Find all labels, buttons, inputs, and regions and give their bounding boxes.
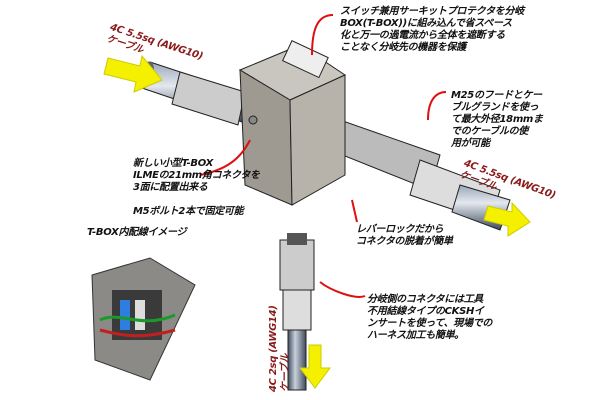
- callout-hood-gland: M25のフードとケー ブルグランドを使っ て最大外径18mmま でのケーブルの使…: [451, 90, 543, 149]
- callout-circuit-protector: スイッチ兼用サーキットプロテクタを分岐 BOX(T-BOX))に組み込んで省スペ…: [340, 6, 524, 53]
- yellow-arrow-down: [299, 344, 331, 389]
- callout-branch-connector: 分岐側のコネクタには工具 不用結線タイプのCKSHイ ンサートを使って、現場での…: [367, 294, 493, 341]
- label-bottom-cable: 4C 2sq (AWG14) ケーブル: [268, 305, 291, 392]
- yellow-arrow-left: [103, 54, 163, 93]
- tbox-wiring-photo: [70, 252, 202, 387]
- callout-lever-lock: レバーロックだから コネクタの脱着が簡単: [356, 224, 453, 247]
- callout-new-tbox: 新しい小型T-BOX ILMEの21mm角コネクタを 3面に配置出来る: [133, 158, 260, 193]
- leader-lines: [199, 14, 447, 298]
- callout-inner-wiring: T-BOX内配線イメージ: [87, 227, 187, 238]
- bottom-cable: [279, 233, 315, 391]
- tbox-enclosure: [238, 40, 347, 206]
- callout-m5-bolt: M5ボルト2本で固定可能: [133, 206, 244, 217]
- yellow-arrow-right: [483, 201, 531, 237]
